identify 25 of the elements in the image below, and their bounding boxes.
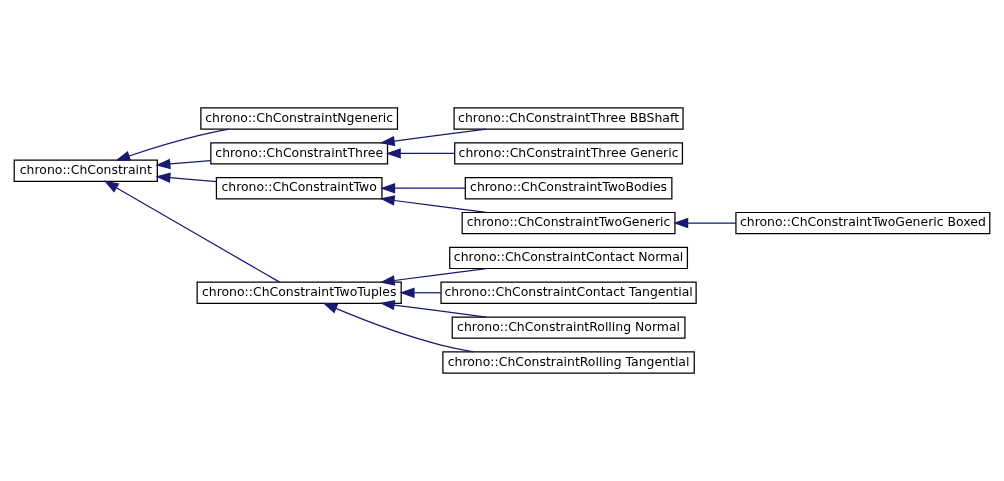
arrow (379, 299, 487, 318)
arrow (673, 217, 737, 229)
arrow (155, 172, 217, 183)
node-box: chrono::ChConstraintThree BBShaft (453, 107, 684, 130)
arrow (379, 267, 487, 286)
node-box: chrono::ChConstraintTwo (215, 177, 383, 200)
node-box: chrono::ChConstraintTwoGeneric (461, 211, 676, 235)
arrow (155, 158, 211, 170)
node-box: chrono::ChConstraintThree (210, 142, 389, 165)
arrow (380, 183, 466, 194)
node-box: chrono::ChConstraintTwoBodies (464, 177, 673, 200)
node-box: chrono::ChConstraintContact Tangential (440, 281, 697, 304)
node-box: chrono::ChConstraint (13, 159, 158, 182)
arrow (399, 287, 442, 298)
node-box: chrono::ChConstraintContact Normal (449, 246, 689, 270)
arrow (385, 148, 456, 159)
node-box: chrono::ChConstraintNgeneric (200, 107, 399, 130)
arrow (379, 128, 487, 147)
arrow (103, 180, 281, 283)
node-box: chrono::ChConstraintRolling Tangential (442, 351, 695, 374)
arrow (379, 195, 487, 214)
node-box: chrono::ChConstraintRolling Normal (451, 316, 686, 339)
node-box: chrono::ChConstraintTwoTuples (196, 281, 402, 304)
node-box: chrono::ChConstraintTwoGeneric Boxed (735, 211, 991, 235)
node-box: chrono::ChConstraintThree Generic (454, 142, 684, 165)
